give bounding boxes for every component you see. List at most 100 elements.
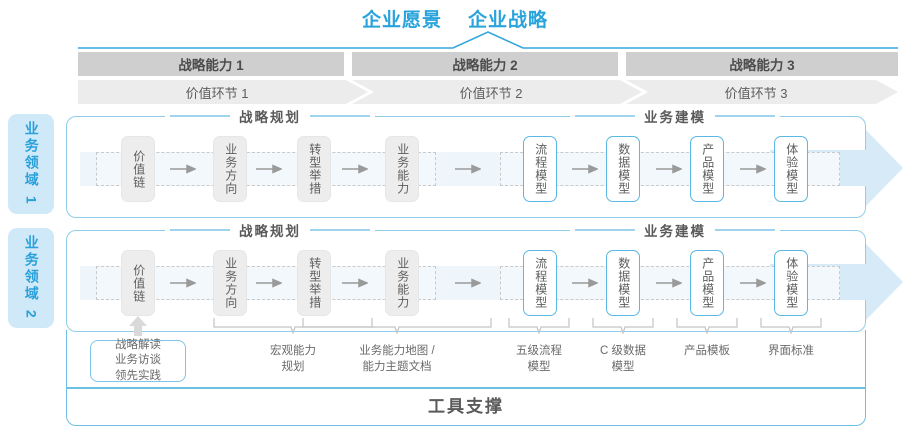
capability-bar-gap [618, 52, 626, 76]
value-chain-bar-2-label: 价值环节 2 [459, 85, 523, 101]
node-label: 转型举措 [307, 143, 322, 195]
node-row-1-experience-model[interactable]: 体验模型 [774, 136, 808, 202]
section-header-modeling-row-2: 业务建模 [570, 222, 780, 239]
node-row-2-data-model[interactable]: 数据模型 [606, 250, 640, 316]
node-row-2-business-direction[interactable]: 业务方向 [213, 250, 247, 316]
node-row-1-data-model[interactable]: 数据模型 [606, 136, 640, 202]
node-label: 价值链 [131, 149, 146, 189]
tool-line: 业务访谈 [115, 354, 161, 367]
node-row-2-transformation-measures[interactable]: 转型举措 [297, 250, 331, 316]
capability-bar-3[interactable]: 战略能力 3 [626, 52, 898, 76]
node-row-2-product-model[interactable]: 产品模型 [690, 250, 724, 316]
capability-bar-gap [344, 52, 352, 76]
value-chain-bar-1[interactable]: 价值环节 1 [78, 80, 368, 104]
section-rule-right [310, 229, 370, 231]
arrow-icon [170, 278, 196, 288]
value-chain-bar-3-label: 价值环节 3 [724, 85, 788, 101]
node-row-1-transformation-measures[interactable]: 转型举措 [297, 136, 331, 202]
section-header-modeling-row-1: 业务建模 [570, 108, 780, 125]
section-rule-left [170, 115, 230, 117]
value-chain-bar-3[interactable]: 价值环节 3 [626, 80, 898, 104]
node-label: 产品模型 [700, 257, 715, 309]
node-row-2-business-capability[interactable]: 业务能力 [385, 250, 419, 316]
value-chain-bar-2[interactable]: 价值环节 2 [352, 80, 642, 104]
tool-label-capability-map: 业务能力地图 / 能力主题文档 [337, 344, 457, 375]
tool-line: 宏观能力 [270, 345, 316, 357]
sidebar-item-domain-1[interactable]: 业务领域 1 [8, 114, 54, 214]
node-label: 价值链 [131, 263, 146, 303]
section-header-planning-row-2-label: 战略规划 [239, 224, 301, 239]
arrow-icon [342, 164, 368, 174]
arrow-icon [170, 164, 196, 174]
tool-line: C 级数据 [600, 345, 646, 357]
section-rule-right [310, 115, 370, 117]
section-header-planning-row-2: 战略规划 [165, 222, 375, 239]
tool-label-macro-capability: 宏观能力 规划 [233, 344, 353, 375]
node-row-1-product-model[interactable]: 产品模型 [690, 136, 724, 202]
tool-bracket-data-model [592, 318, 654, 334]
arrow-icon [572, 278, 598, 288]
arrow-icon [740, 278, 766, 288]
sidebar-item-domain-2[interactable]: 业务领域 2 [8, 228, 54, 328]
arrow-icon [256, 164, 282, 174]
section-rule-right [715, 229, 775, 231]
node-label: 流程模型 [533, 143, 548, 195]
node-row-1-process-model[interactable]: 流程模型 [523, 136, 557, 202]
tool-label-product-template: 产品模板 [657, 344, 757, 360]
tool-line: 模型 [527, 360, 551, 373]
node-row-2-value-chain[interactable]: 价值链 [121, 250, 155, 316]
tool-label-ui-standard: 界面标准 [741, 344, 841, 360]
sidebar-item-domain-2-label: 业务领域 2 [23, 235, 40, 321]
value-chain-row: 价值环节 1 价值环节 2 价值环节 3 [78, 80, 898, 104]
arrow-icon [656, 278, 682, 288]
node-row-2-process-model[interactable]: 流程模型 [523, 250, 557, 316]
tool-line: 界面标准 [768, 345, 814, 357]
page-title-strategy: 企业战略 [468, 9, 549, 31]
tool-box-strategy-inputs[interactable]: 战略解读 业务访谈 领先实践 [90, 338, 186, 382]
tool-line: 五级流程 [516, 345, 562, 357]
node-label: 业务能力 [395, 257, 410, 309]
section-rule-left [575, 229, 635, 231]
section-rule-left [170, 229, 230, 231]
tool-line: 规划 [281, 360, 305, 373]
capability-bar-2[interactable]: 战略能力 2 [352, 52, 618, 76]
capability-bar-1-label: 战略能力 1 [178, 58, 244, 73]
node-label: 产品模型 [700, 143, 715, 195]
node-label: 业务方向 [223, 257, 238, 309]
node-row-1-business-direction[interactable]: 业务方向 [213, 136, 247, 202]
arrow-icon [342, 278, 368, 288]
arrow-icon [455, 164, 481, 174]
tool-bracket-product-template [676, 318, 738, 334]
tool-line: 业务能力地图 / [359, 345, 435, 357]
section-header-modeling-row-2-label: 业务建模 [644, 224, 706, 239]
arrow-icon [656, 164, 682, 174]
diagram-title-row: 企业愿景 企业战略 [0, 4, 910, 32]
tool-bracket-capability-map [302, 318, 492, 334]
arrow-icon [740, 164, 766, 174]
tool-uplink-arrow [129, 316, 147, 336]
arrow-icon [256, 278, 282, 288]
node-row-1-business-capability[interactable]: 业务能力 [385, 136, 419, 202]
footer-divider [66, 387, 866, 389]
section-rule-left [575, 115, 635, 117]
capability-bar-3-label: 战略能力 3 [729, 58, 795, 73]
footer-title: 工具支撑 [428, 397, 504, 416]
tool-line: 能力主题文档 [362, 360, 432, 373]
section-header-modeling-row-1-label: 业务建模 [644, 110, 706, 125]
tool-bracket-ui-standard [760, 318, 822, 334]
capability-bar-1[interactable]: 战略能力 1 [78, 52, 344, 76]
tool-label-process-model: 五级流程 模型 [489, 344, 589, 375]
node-label: 体验模型 [784, 257, 799, 309]
tool-line: 战略解读 [115, 338, 161, 351]
node-label: 业务能力 [395, 143, 410, 195]
node-label: 体验模型 [784, 143, 799, 195]
tool-line: 领先实践 [115, 369, 161, 382]
section-rule-right [715, 115, 775, 117]
section-header-planning-row-1: 战略规划 [165, 108, 375, 125]
node-row-1-value-chain[interactable]: 价值链 [121, 136, 155, 202]
node-label: 数据模型 [616, 257, 631, 309]
node-row-2-experience-model[interactable]: 体验模型 [774, 250, 808, 316]
page-title-vision: 企业愿景 [361, 9, 442, 31]
sidebar-item-domain-1-label: 业务领域 1 [23, 121, 40, 207]
